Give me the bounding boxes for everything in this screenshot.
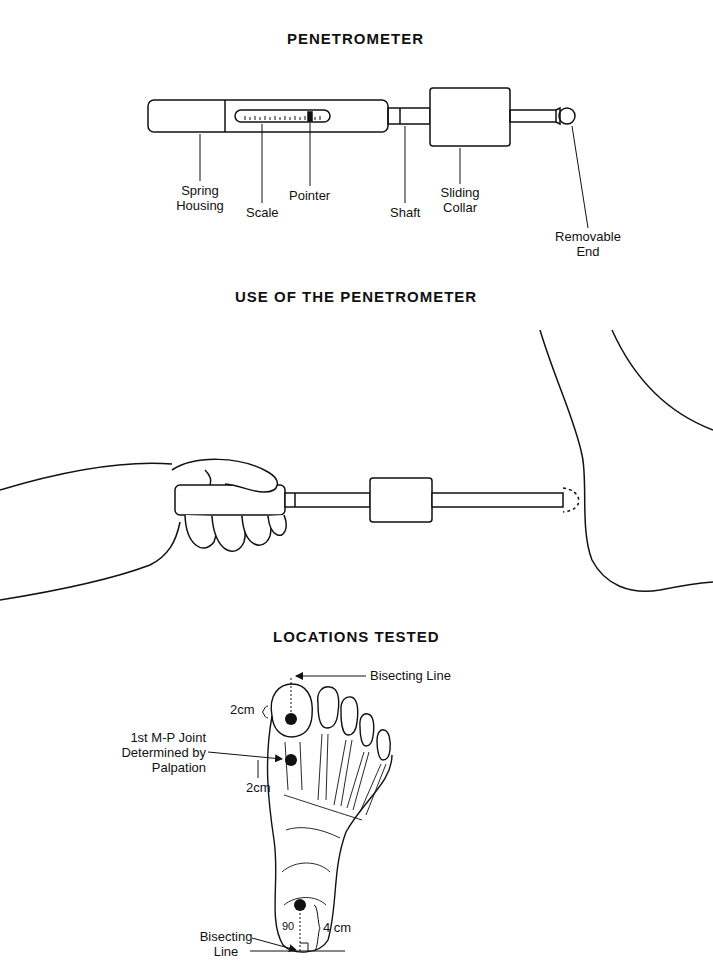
illustration-line (268, 716, 392, 952)
illustration-line (282, 863, 330, 872)
part-name: Shaft (390, 206, 420, 221)
illustration-line (510, 110, 556, 122)
measure-lines (208, 676, 366, 951)
illustration-line (290, 117, 291, 120)
illustration-line (255, 116, 256, 120)
illustration-line (285, 713, 297, 725)
dimension-label: 2cm (246, 781, 271, 796)
illustration-line (285, 493, 370, 507)
illustration-line (245, 116, 246, 120)
illustration-line (252, 938, 296, 950)
illustration-line (460, 148, 461, 184)
illustration-line (334, 740, 352, 806)
leader-lines (200, 123, 588, 228)
angle-label: 90 (282, 920, 294, 933)
illustration-line (0, 522, 180, 600)
illustration-line (271, 684, 312, 737)
part-name: Scale (246, 206, 279, 221)
illustration-line (280, 117, 281, 120)
part-name: Sliding Collar (428, 186, 492, 216)
illustration-line (250, 951, 345, 952)
illustration-line (208, 752, 282, 759)
illustration-line (282, 734, 386, 905)
illustration-line (341, 697, 358, 735)
illustration-line (399, 108, 401, 124)
illustration-line (262, 706, 268, 718)
use-drawing (0, 330, 713, 600)
illustration-line (294, 899, 306, 911)
illustration-line (285, 754, 297, 766)
illustration-line (185, 515, 216, 548)
foot-sole-drawing (268, 684, 392, 952)
illustration-line (300, 943, 308, 951)
illustration-line (258, 760, 259, 778)
part-name: Removable End (552, 230, 624, 260)
illustration-line (305, 116, 306, 120)
illustration-line (360, 764, 386, 815)
illustration-line (360, 714, 374, 746)
illustration-line (262, 124, 263, 203)
section-heading: LOCATIONS TESTED (273, 628, 440, 645)
illustration-line (270, 117, 271, 120)
illustration-line (432, 493, 563, 507)
location-label: 1st M-P Joint Determined by Palpation (96, 731, 206, 776)
illustration-line (268, 515, 286, 535)
illustration-line (291, 678, 292, 712)
illustration-line (205, 470, 211, 485)
illustration-line (310, 123, 311, 186)
section-heading: PENETROMETER (287, 30, 424, 47)
illustration-line (347, 752, 369, 810)
illustration-line (285, 742, 302, 790)
illustration-line (370, 478, 432, 522)
illustration-line (260, 117, 261, 120)
penetrometer-drawing (148, 88, 575, 146)
illustration-line (285, 116, 286, 120)
part-name: Spring Housing (160, 184, 240, 214)
part-name: Pointer (289, 189, 330, 204)
illustration-line (294, 493, 296, 507)
illustration-line (300, 117, 301, 120)
illustration-line (540, 330, 713, 591)
illustration-line (242, 516, 271, 545)
illustration-line (296, 676, 366, 677)
illustration-line (286, 828, 340, 838)
illustration-line (430, 88, 510, 146)
illustration-line (250, 117, 251, 120)
illustration-line (559, 108, 575, 124)
illustration-line (377, 730, 390, 760)
illustration-line (318, 734, 328, 800)
illustration-line (172, 459, 277, 492)
illustration-line (300, 912, 301, 951)
location-label: Bisecting Line (196, 930, 256, 960)
illustration-line (314, 905, 320, 951)
illustration-line (320, 116, 321, 120)
illustration-line (563, 488, 579, 512)
illustration-line (235, 110, 330, 122)
dimension-label: 2cm (230, 703, 255, 718)
dimension-label: 4 cm (323, 921, 351, 936)
illustration-line (284, 795, 362, 820)
illustration-line (315, 117, 316, 120)
illustration-line (200, 134, 201, 181)
section-heading: USE OF THE PENETROMETER (235, 288, 477, 305)
illustration-line (295, 116, 296, 120)
illustration-line (275, 116, 276, 120)
illustration-line (572, 126, 588, 228)
illustration-line (612, 330, 713, 430)
illustration-line (212, 516, 245, 551)
illustration-line (388, 108, 430, 124)
illustration-line (148, 100, 388, 132)
illustration-line (224, 100, 226, 132)
illustration-line (265, 116, 266, 120)
illustration-line (0, 463, 172, 490)
illustration-line (308, 112, 312, 121)
illustration-line (318, 687, 339, 728)
location-label: Bisecting Line (370, 669, 451, 684)
illustration-line (405, 126, 406, 203)
